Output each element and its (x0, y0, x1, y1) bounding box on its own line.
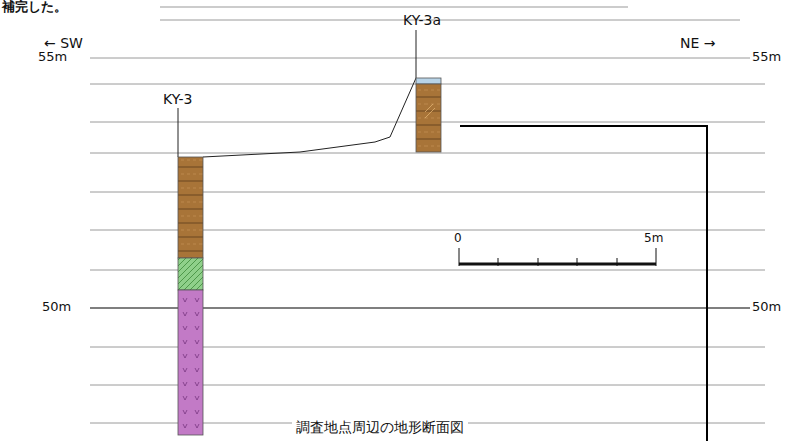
elevation-label: 50m (42, 300, 71, 314)
elevation-label: 55m (752, 50, 781, 64)
scale-label: 0 (454, 232, 462, 245)
elevation-label: 55m (38, 50, 67, 64)
figure-caption: 調査地点周辺の地形断面図 (292, 420, 468, 435)
note-text: 補完した。 (2, 0, 67, 14)
scale-label: 5m (644, 232, 663, 245)
borehole-label: KY-3 (163, 92, 193, 107)
borehole-label: KY-3a (403, 13, 441, 28)
direction-label: NE → (680, 36, 716, 51)
elevation-label: 50m (752, 300, 781, 314)
scale-bar (459, 248, 656, 266)
